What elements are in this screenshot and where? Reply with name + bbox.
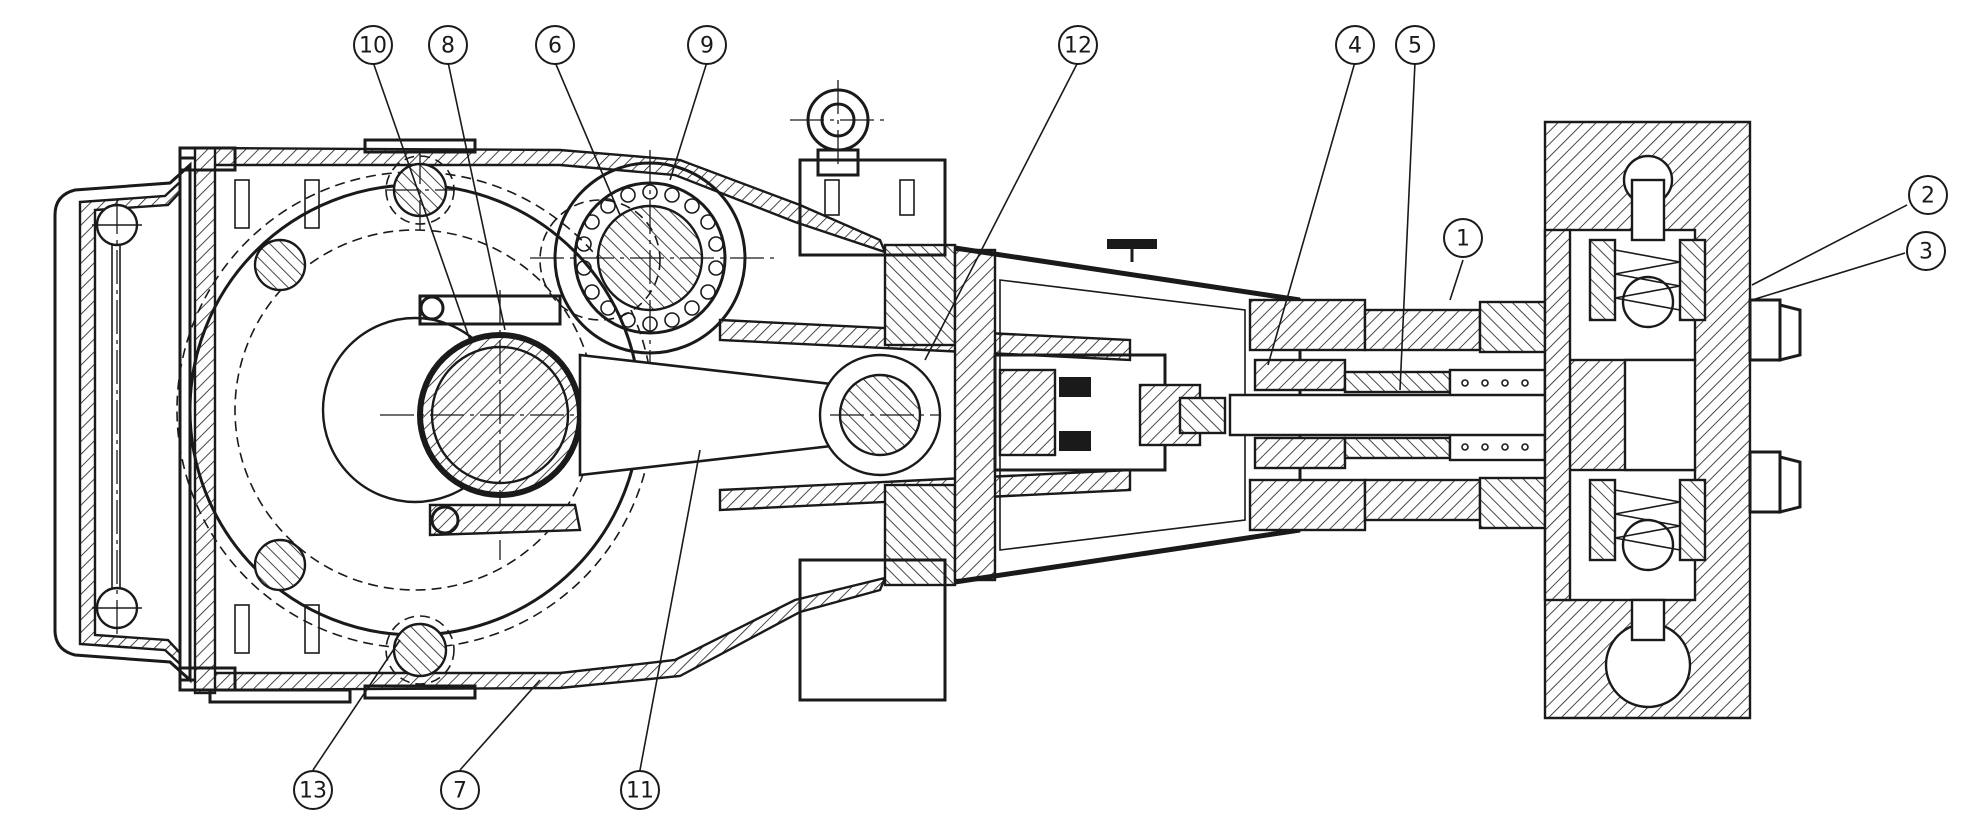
callout-5: 5 <box>1395 25 1435 65</box>
distance-piece <box>954 239 1302 585</box>
callout-7: 7 <box>440 770 480 810</box>
callout-1-label: 1 <box>1456 227 1470 252</box>
connecting-rod <box>578 353 942 477</box>
callout-8-label: 8 <box>441 34 455 59</box>
callout-3-label: 3 <box>1919 240 1933 265</box>
valve-block <box>1543 120 1802 720</box>
callout-6-label: 6 <box>548 34 562 59</box>
callout-8: 8 <box>428 25 468 65</box>
callout-leaders <box>312 61 1908 771</box>
callout-5-label: 5 <box>1408 34 1422 59</box>
callout-12: 12 <box>1058 25 1098 65</box>
callout-13: 13 <box>293 770 333 810</box>
callout-11: 11 <box>620 770 660 810</box>
callout-13-label: 13 <box>299 779 327 804</box>
callout-1: 1 <box>1443 218 1483 258</box>
callout-9: 9 <box>687 25 727 65</box>
callout-11-label: 11 <box>626 779 654 804</box>
callout-9-label: 9 <box>700 34 714 59</box>
crosshead-guide <box>718 80 1227 702</box>
callout-2: 2 <box>1908 175 1948 215</box>
callout-2-label: 2 <box>1921 184 1935 209</box>
callout-4-label: 4 <box>1348 34 1362 59</box>
callout-4: 4 <box>1335 25 1375 65</box>
callout-7-label: 7 <box>453 779 467 804</box>
callout-12-label: 12 <box>1064 34 1092 59</box>
pinion-bearing <box>530 150 780 370</box>
callout-10-label: 10 <box>359 34 387 59</box>
callout-3: 3 <box>1906 231 1946 271</box>
callout-10: 10 <box>353 25 393 65</box>
callout-6: 6 <box>535 25 575 65</box>
